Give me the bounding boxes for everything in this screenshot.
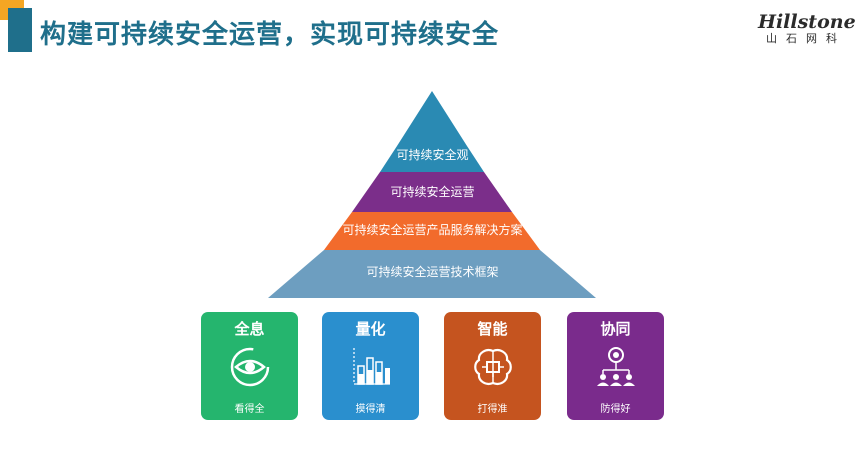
logo-name: Hillstone <box>758 11 856 33</box>
card-caption: 打得准 <box>477 404 508 415</box>
page-title: 构建可持续安全运营，实现可持续安全 <box>40 20 500 50</box>
brain-icon <box>474 349 512 385</box>
card-title: 量化 <box>355 320 386 338</box>
pyramid-layer-3-label: 可持续安全运营产品服务解决方案 <box>342 223 523 237</box>
card-title: 全息 <box>234 320 265 338</box>
network-icon <box>597 347 635 386</box>
pyramid-layer-1-body <box>380 146 484 172</box>
hillstone-logo: Hillstone 山石网科 <box>758 11 856 46</box>
pyramid-layer-3 <box>324 212 540 250</box>
pyramid-layer-2 <box>352 172 512 212</box>
card-xietong: 协同 防得好 <box>567 312 664 420</box>
pyramid-layer-4-label: 可持续安全运营技术框架 <box>366 265 499 279</box>
card-title: 协同 <box>600 320 631 338</box>
card-lianghua: 量化 摸得清 <box>322 312 419 420</box>
logo-subtitle: 山石网科 <box>766 32 846 45</box>
eye-icon <box>230 347 270 387</box>
pyramid-layer-2-label: 可持续安全运营 <box>390 185 475 199</box>
pyramid-layer-1-label: 可持续安全观 <box>396 148 469 162</box>
card-zhineng: 智能 打得准 <box>444 312 541 420</box>
pyramid-layer-1 <box>397 91 467 146</box>
bar-chart-icon <box>353 348 390 385</box>
header-accent-teal <box>8 8 32 52</box>
card-quanxi: 全息 看得全 <box>201 312 298 420</box>
card-title: 智能 <box>477 320 508 338</box>
card-caption: 摸得清 <box>355 404 386 415</box>
card-caption: 防得好 <box>600 404 631 415</box>
card-caption: 看得全 <box>234 404 265 415</box>
pyramid-layer-4 <box>268 250 596 298</box>
